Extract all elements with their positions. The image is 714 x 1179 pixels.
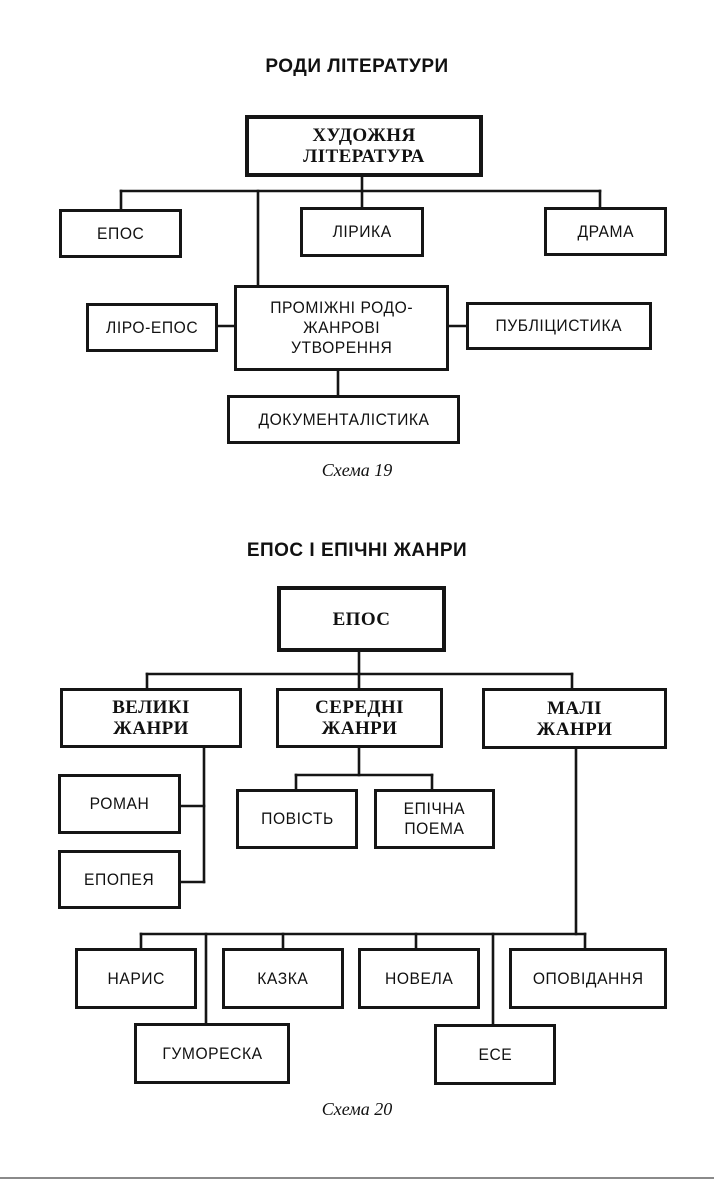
node-kazka: КАЗКА <box>222 948 344 1009</box>
node-label: ПРОМІЖНІ РОДО- ЖАНРОВІ УТВОРЕННЯ <box>270 298 413 357</box>
diagram1-caption: Схема 19 <box>321 460 393 480</box>
node-povist: ПОВІСТЬ <box>236 789 358 849</box>
node-label: ДОКУМЕНТАЛІСТИКА <box>257 409 430 429</box>
node-label: ПУБЛІЦИСТИКА <box>495 316 623 335</box>
node-label: РОМАН <box>89 794 150 813</box>
node-label: ЛІРИКА <box>332 222 392 241</box>
node-humoreska: ГУМОРЕСКА <box>134 1023 290 1084</box>
node-publitsystyka: ПУБЛІЦИСТИКА <box>466 302 652 350</box>
diagram1-title: РОДИ ЛІТЕРАТУРИ <box>265 56 449 77</box>
node-epopeia: ЕПОПЕЯ <box>58 850 181 909</box>
node-velyki-zhanry: ВЕЛИКІ ЖАНРИ <box>60 688 242 748</box>
node-label: ГУМОРЕСКА <box>161 1043 263 1063</box>
node-label: ЛІРО-ЕПОС <box>105 317 199 337</box>
diagram2-title: ЕПОС І ЕПІЧНІ ЖАНРИ <box>246 540 468 561</box>
node-label: ХУДОЖНЯ ЛІТЕРАТУРА <box>303 125 425 167</box>
node-label: НОВЕЛА <box>384 968 454 988</box>
node-promizhni-utvorennia: ПРОМІЖНІ РОДО- ЖАНРОВІ УТВОРЕННЯ <box>234 285 449 371</box>
node-ese: ЕСЕ <box>434 1024 556 1085</box>
node-opovidannia: ОПОВІДАННЯ <box>509 948 667 1009</box>
node-label: НАРИС <box>107 968 165 988</box>
node-liro-epos: ЛІРО-ЕПОС <box>86 303 218 352</box>
node-drama: ДРАМА <box>544 207 667 256</box>
node-label: ЕПОПЕЯ <box>84 869 155 889</box>
node-novela: НОВЕЛА <box>358 948 480 1009</box>
node-label: ЕПОС <box>96 223 145 243</box>
node-label: ВЕЛИКІ ЖАНРИ <box>112 697 190 739</box>
node-label: СЕРЕДНІ ЖАНРИ <box>315 697 404 739</box>
node-label: КАЗКА <box>257 968 309 988</box>
node-liryka: ЛІРИКА <box>300 207 424 257</box>
page-bottom-edge <box>0 1177 714 1179</box>
node-epos: ЕПОС <box>59 209 182 258</box>
node-mali-zhanry: МАЛІ ЖАНРИ <box>482 688 667 749</box>
node-label: ОПОВІДАННЯ <box>532 968 644 988</box>
node-epichna-poema: ЕПІЧНА ПОЕМА <box>374 789 495 849</box>
node-dokumentalistyka: ДОКУМЕНТАЛІСТИКА <box>227 395 460 444</box>
node-seredni-zhanry: СЕРЕДНІ ЖАНРИ <box>276 688 443 748</box>
node-epos-root: ЕПОС <box>277 586 446 652</box>
node-label: ПОВІСТЬ <box>260 809 334 828</box>
diagram2-caption: Схема 20 <box>321 1099 393 1119</box>
node-roman: РОМАН <box>58 774 181 834</box>
node-label: ЕПОС <box>332 608 391 630</box>
node-label: ЕСЕ <box>478 1044 512 1064</box>
node-narys: НАРИС <box>75 948 197 1009</box>
node-label: ЕПІЧНА ПОЕМА <box>403 799 466 838</box>
node-label: ДРАМА <box>577 221 634 241</box>
node-label: МАЛІ ЖАНРИ <box>536 697 613 740</box>
node-khudozhnia-literatura: ХУДОЖНЯ ЛІТЕРАТУРА <box>245 115 483 177</box>
